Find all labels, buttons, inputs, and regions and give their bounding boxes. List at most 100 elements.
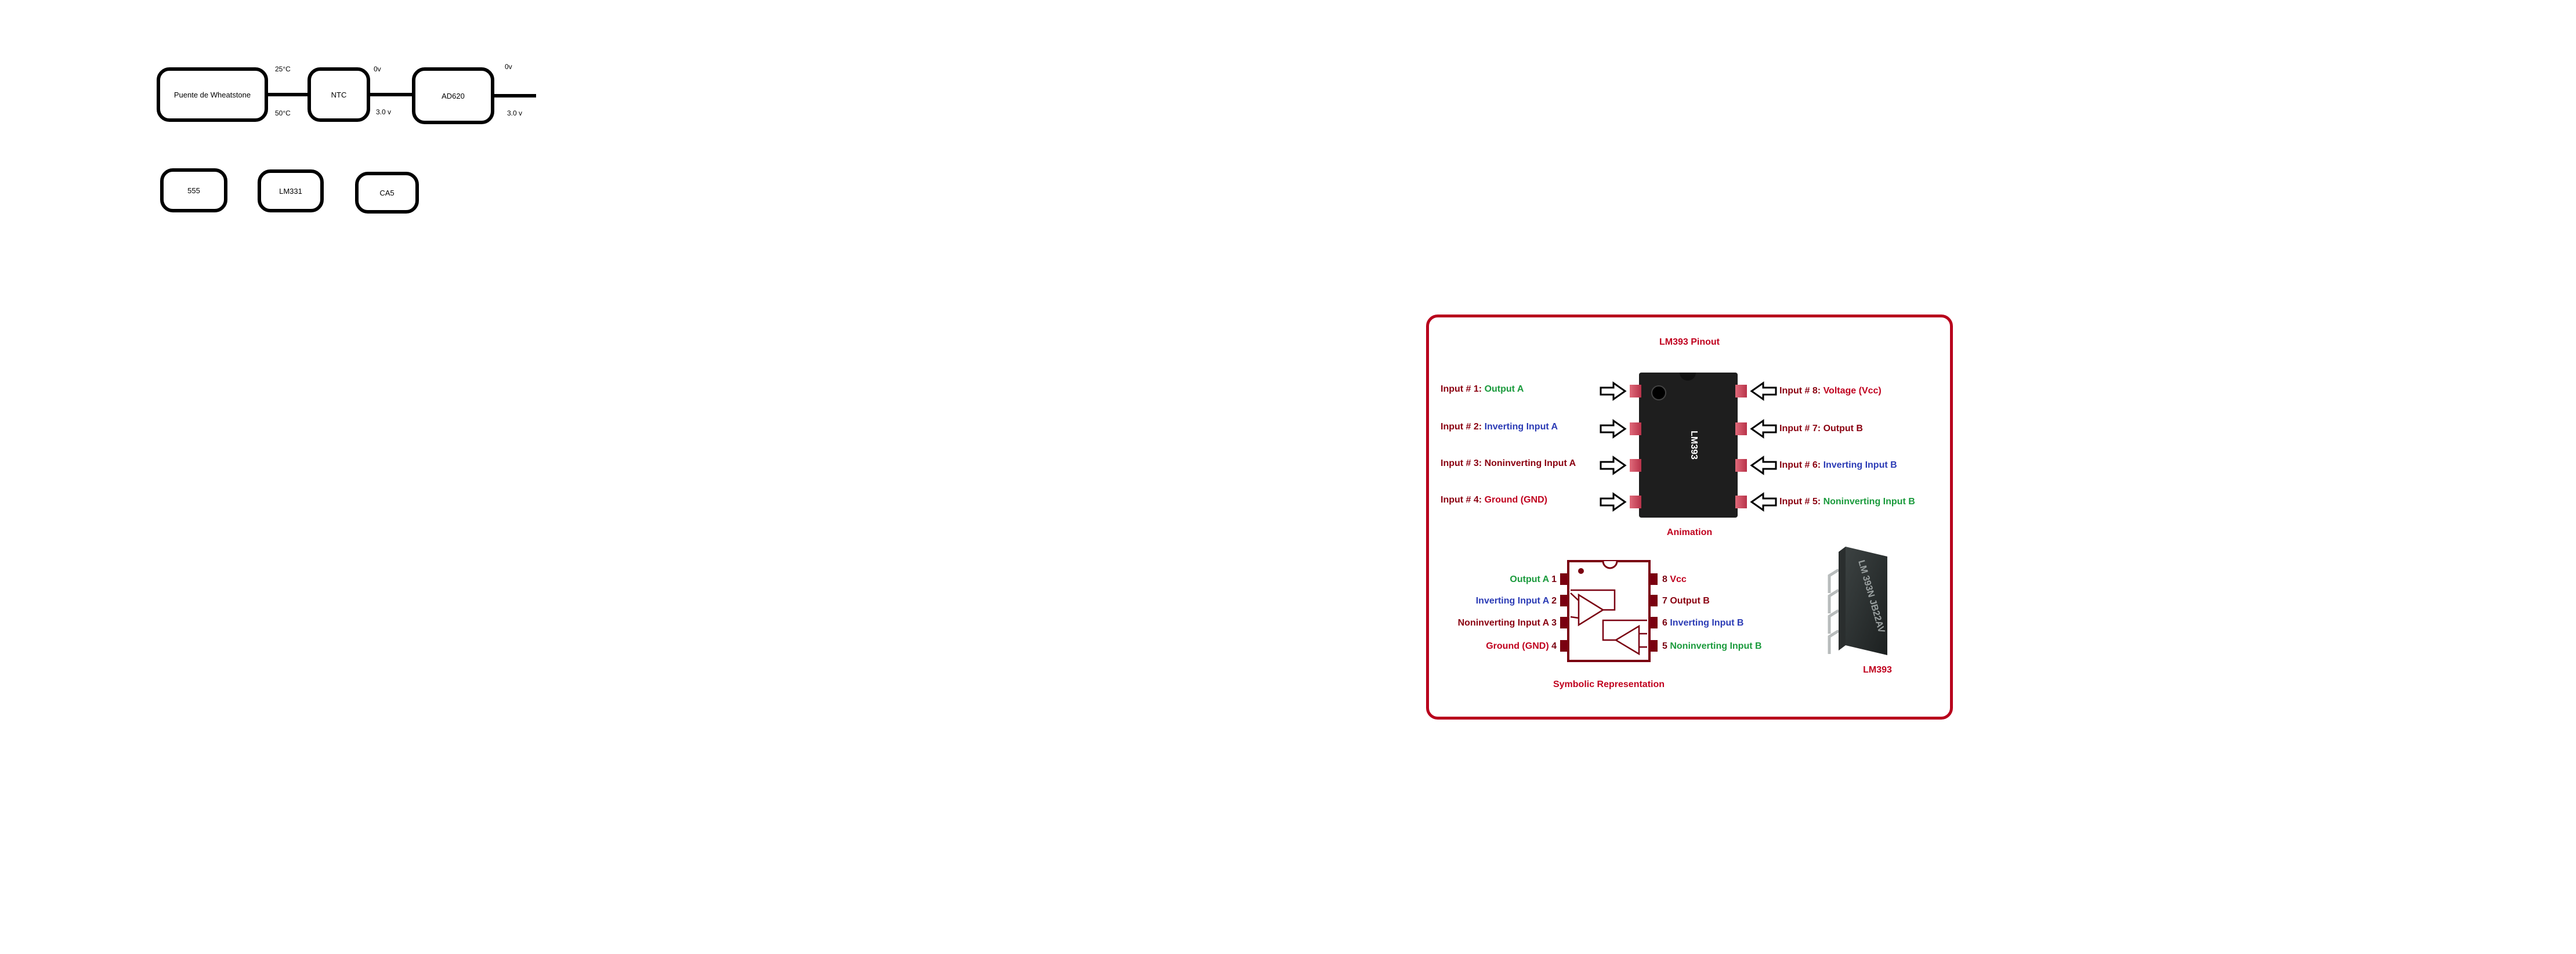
ad620-block: AD620 [412,67,494,124]
right-pin-8 [1735,385,1747,398]
symbol-pins [1560,573,1658,652]
animation-label: Animation [1667,527,1712,537]
pinout-title: LM393 Pinout [1659,337,1720,347]
photo-label: LM393 [1863,665,1892,675]
left-pin-name: Output A [1485,384,1524,394]
symbol-left-pin-label: Noninverting Input A 3 [1458,618,1557,628]
photo-chip-body [1846,547,1887,655]
right-pin-name: Output B [1824,424,1863,433]
symbol-left-pin-name: Inverting Input A [1476,596,1551,606]
right-pin-prefix: Input # 8: [1779,386,1824,396]
symbol-left-pin-number: 1 [1551,574,1557,584]
symbol-right-pin-label: 8 Vcc [1662,574,1687,584]
lm393-pinout-figure: LM393 Pinout LM393 Input # 1: Output AIn… [1441,337,1915,689]
left-pin-prefix: Input # 1: [1441,384,1485,394]
symbol-left-pin-name: Output A [1510,574,1551,584]
timer-555-block: 555 [160,168,227,212]
symbol-right-pin-name: Output B [1670,596,1709,606]
symbol-package-outline [1567,560,1651,662]
connector-wire [268,93,307,96]
chip-body-label: LM393 [1689,431,1699,460]
temperature-low-label: 50°C [275,109,291,117]
symbol-left-pin-number: 4 [1551,641,1557,651]
symbol-left-pin-name: Ground (GND) [1486,641,1551,651]
left-pin-labels: Input # 1: Output A Input # 2: Inverting … [1441,384,1576,505]
ntc-output-bottom-label: 3.0 v [376,108,392,116]
symbol-right-pin [1648,640,1658,652]
symbol-left-pin [1560,595,1569,606]
right-pin-5 [1735,496,1747,508]
right-pin-label: Input # 8: Voltage (Vcc) [1779,386,1882,396]
ca5-label: CA5 [379,188,395,197]
ad620-output-bottom-label: 3.0 v [507,109,523,117]
right-pin-name: Voltage (Vcc) [1824,386,1882,396]
right-pin-labels: Input # 8: Voltage (Vcc)Input # 7: Outpu… [1779,386,1915,507]
comparator-b-symbol [1602,619,1647,656]
symbol-left-pin-label: Ground (GND) 4 [1486,641,1557,651]
photo-leads [1828,568,1840,654]
symbol-left-pin [1560,617,1569,628]
right-pin-name: Inverting Input B [1824,460,1897,470]
lm393-photo: LM 393N JB22AV [1828,547,1887,655]
left-pin-3 [1630,459,1641,472]
output-wire [494,94,536,97]
right-pin-arrow-icon [1750,381,1777,401]
timer-555-label: 555 [187,186,200,195]
symbol-left-pin-label: Inverting Input A 2 [1476,596,1557,606]
symbol-right-pin-label: 7 Output B [1662,596,1710,606]
left-pin-name: Ground (GND) [1485,495,1547,505]
symbol-left-pin [1560,573,1569,585]
symbol-right-pin-name: Noninverting Input B [1670,641,1761,651]
left-pin-2 [1630,422,1641,435]
right-pin-arrow-icon [1750,419,1777,439]
left-pin-prefix: Input # 4: [1441,495,1485,505]
photo-chip-side [1839,547,1846,651]
left-pin-4 [1630,496,1641,508]
lm331-block: LM331 [258,169,324,212]
left-pin-prefix: Input # 3: [1441,458,1485,468]
left-pin-arrow-icon [1600,456,1627,475]
pin1-dot-marker [1651,385,1666,400]
temperature-high-label: 25°C [275,65,291,73]
symbol-right-pin [1648,573,1658,585]
ntc-output-top-label: 0v [374,65,381,73]
ntc-label: NTC [331,90,347,99]
symbol-right-pin [1648,617,1658,628]
left-pin-arrow-icon [1600,419,1627,439]
wheatstone-bridge-block: Puente de Wheatstone [157,67,268,122]
symbol-left-pin [1560,640,1569,652]
ad620-output-top-label: 0v [505,63,512,71]
left-pin-label: Input # 2: Inverting Input A [1441,422,1558,432]
ad620-label: AD620 [442,91,465,100]
right-pin-label: Input # 5: Noninverting Input B [1779,497,1915,507]
symbol-left-pin-label: Output A 1 [1510,574,1557,584]
symbol-right-pin-label: 5 Noninverting Input B [1662,641,1762,651]
left-pin-arrow-icon [1600,381,1627,401]
symbol-right-pin-label: 6 Inverting Input B [1662,618,1743,628]
chip-notch [1680,373,1696,381]
left-pin-label: Input # 4: Ground (GND) [1441,495,1547,505]
ca5-block: CA5 [355,172,419,214]
right-pin-label: Input # 6: Inverting Input B [1779,460,1897,470]
symbol-right-pin-number: 8 [1662,574,1670,584]
symbol-right-pin [1648,595,1658,606]
ntc-block: NTC [307,67,370,122]
right-pin-arrow-icon [1750,492,1777,512]
lm331-label: LM331 [279,186,302,196]
right-pin-prefix: Input # 6: [1779,460,1824,470]
symbol-right-pin-number: 5 [1662,641,1670,651]
chip-body [1639,373,1738,518]
symbolic-representation-label: Symbolic Representation [1553,680,1665,689]
right-pin-6 [1735,459,1747,472]
symbol-notch [1602,561,1618,569]
left-pin-label: Input # 3: Noninverting Input A [1441,458,1576,468]
symbol-left-pin-number: 2 [1551,596,1557,606]
right-pin-7 [1735,422,1747,435]
right-pin-arrow-icon [1750,456,1777,475]
symbol-left-pin-name: Noninverting Input A [1458,618,1551,628]
left-pin-label: Input # 1: Output A [1441,384,1524,394]
symbol-right-pin-number: 6 [1662,618,1670,628]
left-pin-prefix: Input # 2: [1441,422,1485,432]
